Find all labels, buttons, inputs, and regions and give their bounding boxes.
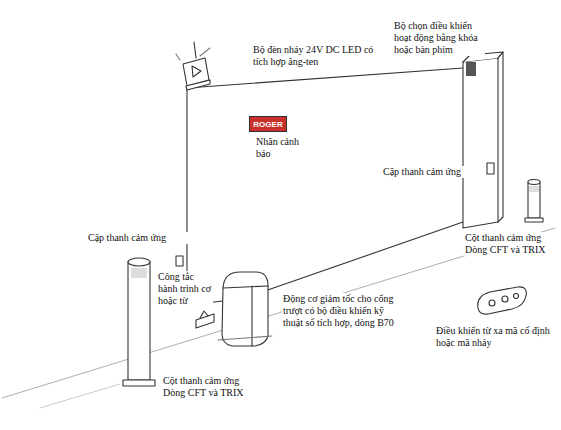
sign-text: ROGER — [253, 120, 282, 129]
callout-label: Nhãn cảnh báo — [255, 136, 309, 160]
callout-label: Cặp thanh cảm ứng — [87, 232, 189, 244]
callout-label: Cột thanh cảm ứng Dòng CFT và TRIX — [162, 375, 264, 399]
warning-sign: ROGER — [249, 116, 287, 132]
callout-label: Điều khiển từ xa mã cố định hoặc mã nháy — [435, 325, 557, 349]
callout-label: Cặp thanh cảm ứng — [382, 166, 484, 178]
callout-label: Bộ đèn nháy 24V DC LED có tích hợp ăng-t… — [252, 44, 376, 68]
callout-label: Cột thanh cảm ứng Dòng CFT và TRIX — [464, 232, 558, 256]
callout-label: Công tắc hành trình cơ hoặc từ — [157, 271, 213, 307]
callout-label: Bộ chọn điều khiển hoạt động bằng khóa h… — [393, 20, 485, 56]
callout-label: Động cơ giảm tốc cho cổng trượt có bộ đi… — [282, 293, 396, 329]
